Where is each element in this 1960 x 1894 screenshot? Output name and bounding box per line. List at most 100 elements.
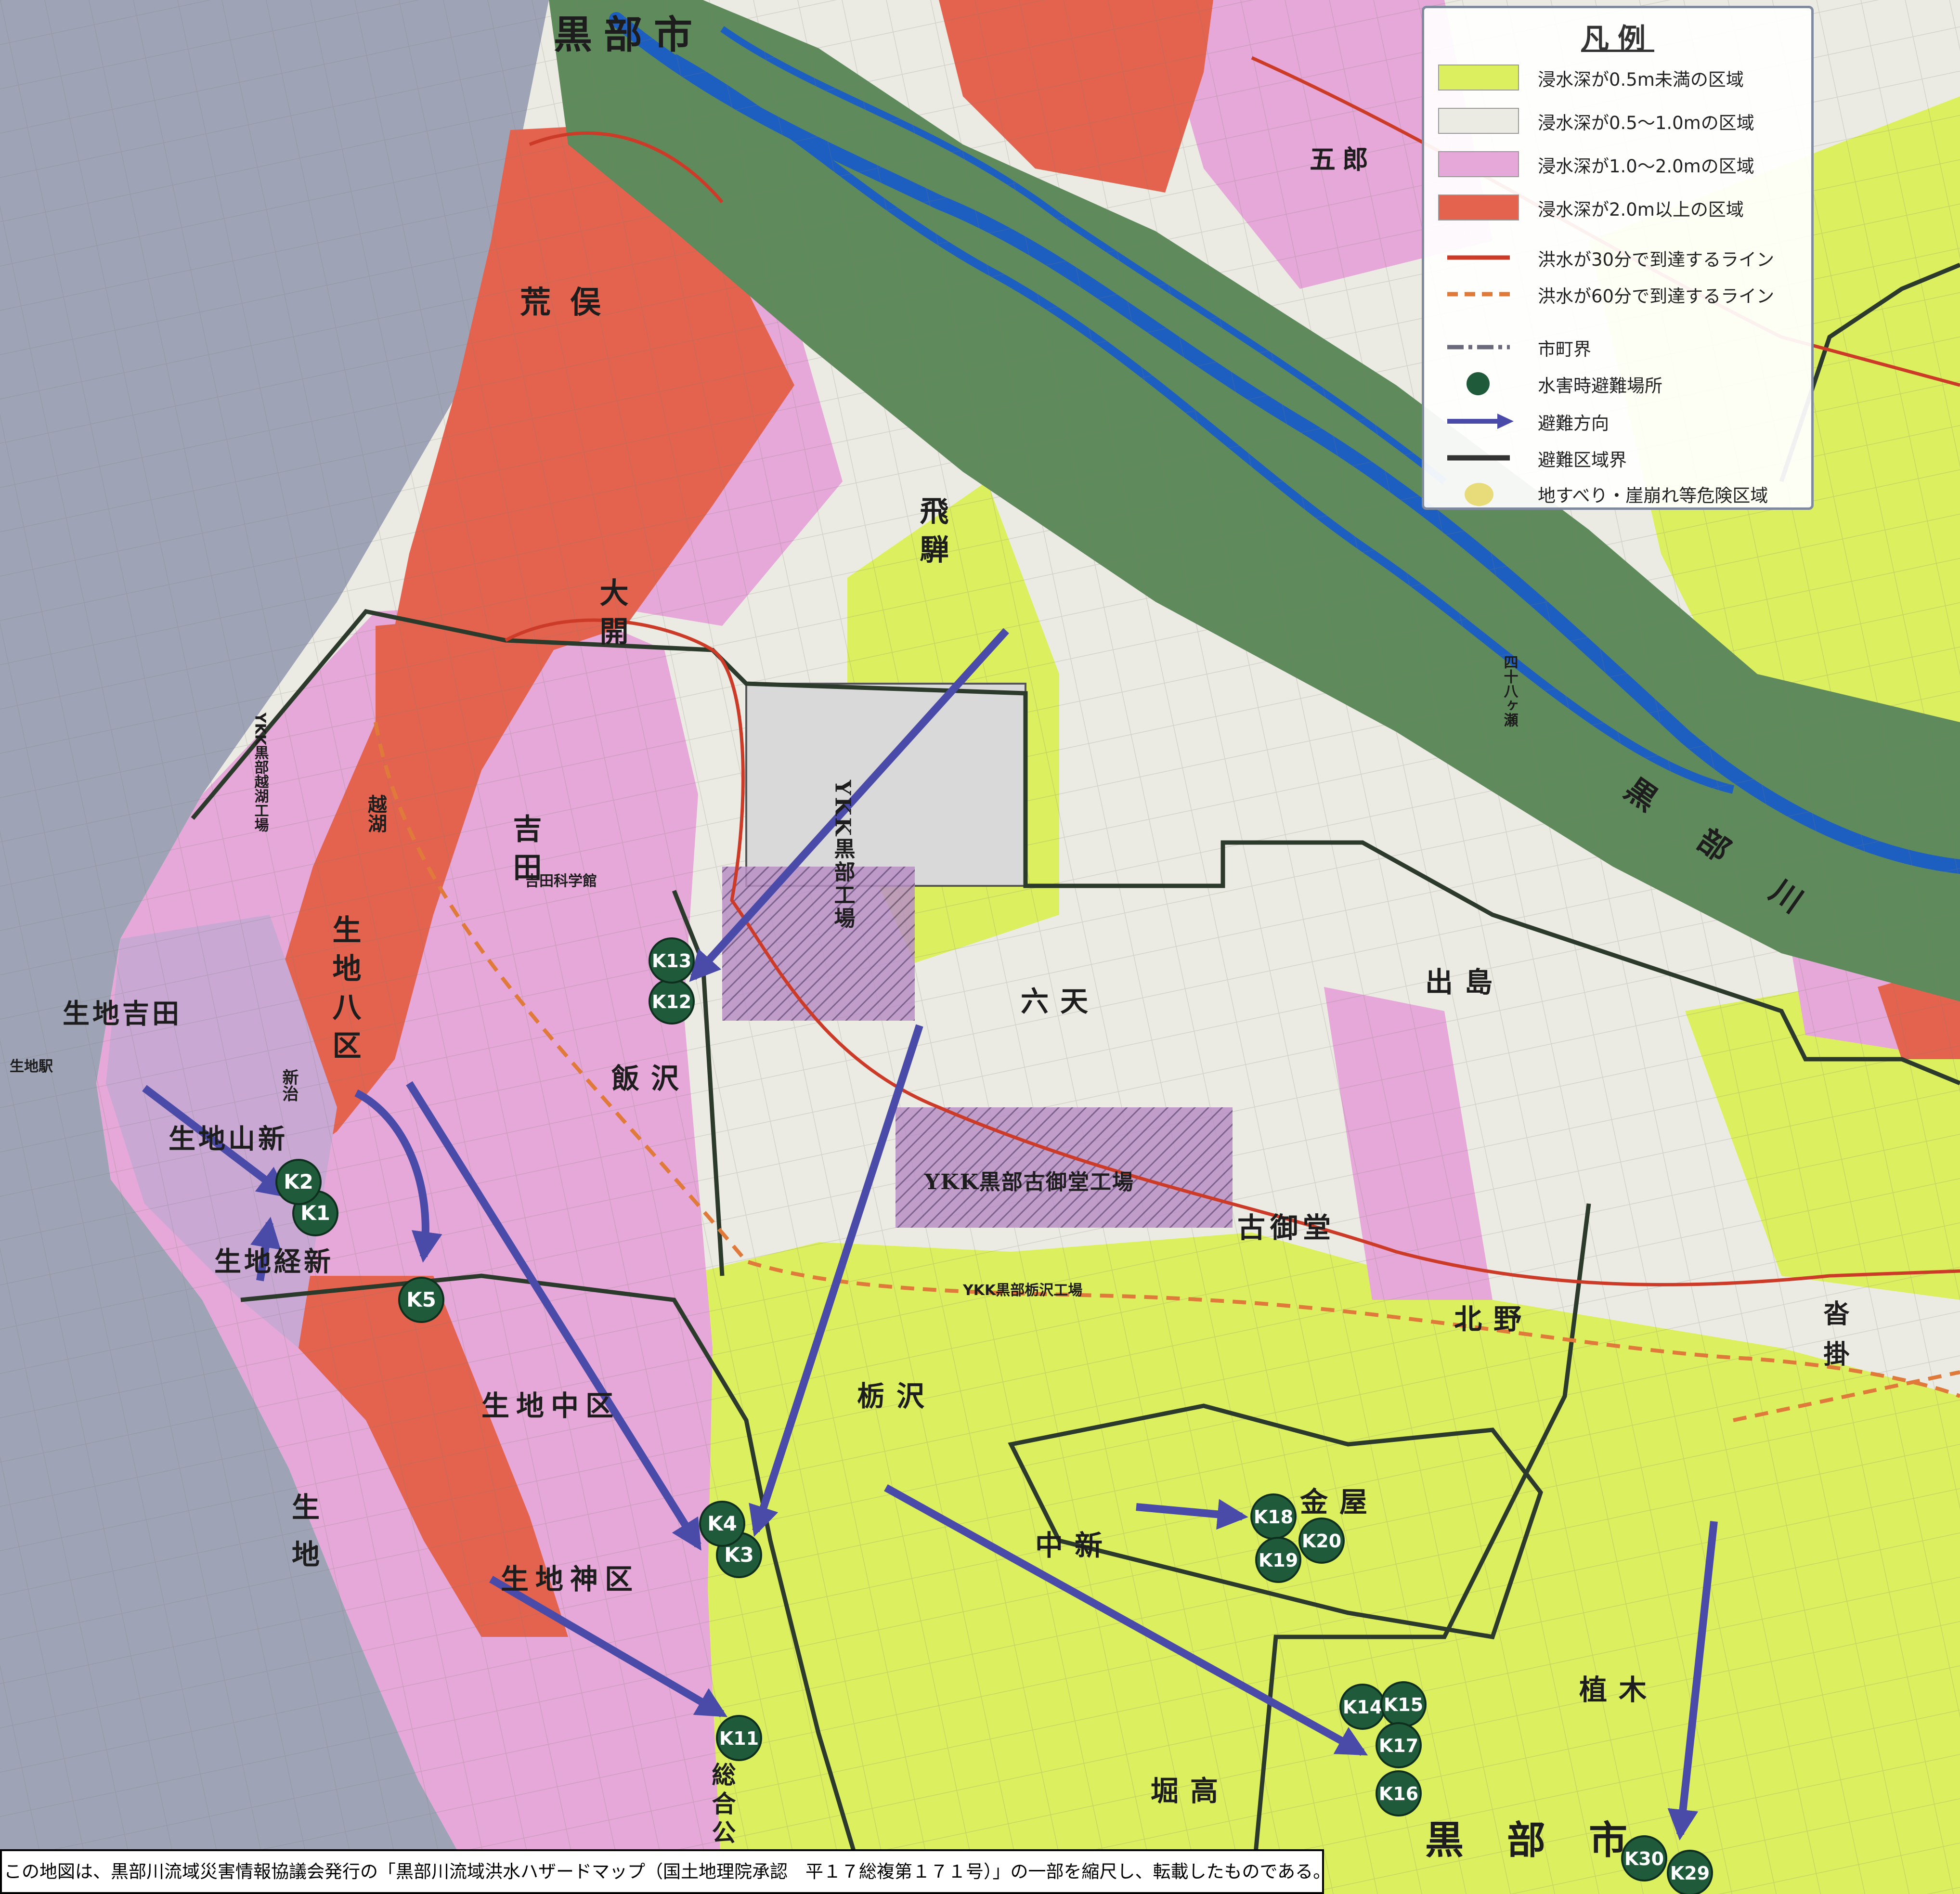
legend-item: 洪水が60分で到達するライン <box>1438 279 1804 310</box>
legend-item: 避難区域界 <box>1438 442 1804 473</box>
legend-item: 浸水深が0.5～1.0mの区域 <box>1438 105 1804 136</box>
label-ueki: 植木 <box>1579 1673 1658 1706</box>
legend-item: 市町界 <box>1438 332 1804 363</box>
label-kitano: 北野 <box>1454 1303 1533 1336</box>
legend-label: 洪水が30分で到達するライン <box>1538 249 1775 270</box>
legend-label: 避難区域界 <box>1538 450 1627 470</box>
flood-60min-line <box>374 722 1960 1398</box>
label-ykk-kogodo: YKK黒部古御堂工場 <box>924 1170 1134 1194</box>
legend-label: 避難方向 <box>1538 413 1609 434</box>
label-ykk-tochizawa: YKK黒部栃沢工場 <box>962 1282 1082 1299</box>
map-legend: 凡例 浸水深が0.5m未満の区域浸水深が0.5～1.0mの区域浸水深が1.0～2… <box>1422 6 1814 510</box>
legend-symbol-fill <box>1438 64 1519 91</box>
evacuation-zone-boundary <box>1249 1203 1591 1894</box>
legend-symbol-blob <box>1438 480 1519 507</box>
evacuation-arrows <box>142 628 1718 1841</box>
legend-symbol-thick-line <box>1438 444 1519 471</box>
evacuation-arrow <box>884 1484 1368 1756</box>
shelter-k12: K12 <box>649 978 695 1025</box>
label-ikuji-yamashin: 生地山新 <box>169 1123 288 1155</box>
shelter-k20: K20 <box>1298 1518 1345 1564</box>
shelter-label: K12 <box>652 991 691 1012</box>
evacuation-zone-boundary <box>191 609 1960 1086</box>
legend-label: 浸水深が0.5m未満の区域 <box>1538 69 1744 90</box>
label-hida: 飛騨 <box>915 496 948 573</box>
legend-label: 浸水深が1.0～2.0mの区域 <box>1538 156 1754 177</box>
shelter-k4: K4 <box>699 1501 745 1547</box>
map-credit-note: この地図は、黒部川流域災害情報協議会発行の「黒部川流域洪水ハザードマップ（国土地… <box>0 1849 1324 1894</box>
label-rokuten: 六天 <box>1021 985 1100 1018</box>
label-kanaya: 金屋 <box>1300 1486 1379 1518</box>
legend-symbol-solid-line <box>1438 244 1519 271</box>
legend-label: 浸水深が2.0m以上の区域 <box>1538 199 1744 220</box>
evacuation-arrow <box>406 1081 701 1551</box>
label-ko: 越湖 <box>364 794 387 833</box>
legend-label: 市町界 <box>1538 339 1591 360</box>
shelter-k11: K11 <box>716 1715 762 1761</box>
legend-symbol-dashdot-line <box>1438 334 1519 361</box>
shelter-label: K14 <box>1343 1697 1382 1718</box>
flood-60min-line <box>1733 1370 1960 1422</box>
evacuation-zone-boundary <box>1008 1403 1544 1640</box>
label-dejima: 出島 <box>1425 966 1504 999</box>
label-goro: 五郎 <box>1310 144 1375 175</box>
shelter-label: K18 <box>1254 1506 1293 1528</box>
label-ikuji-yoshida: 生地吉田 <box>63 998 182 1030</box>
label-aramata: 荒俣 <box>520 285 620 321</box>
label-tochizawa: 栃沢 <box>857 1380 936 1413</box>
shelter-k29: K29 <box>1667 1850 1713 1894</box>
shelter-circle <box>1376 1770 1422 1816</box>
shelter-label: K29 <box>1670 1863 1710 1884</box>
shelter-label: K30 <box>1624 1848 1664 1869</box>
label-yoshida: 吉田 <box>508 814 542 891</box>
shelter-k5: K5 <box>398 1277 444 1323</box>
label-shijuhasse: 四十八ヶ瀬 <box>1501 655 1519 727</box>
label-ikuji-station: 生地駅 <box>10 1058 53 1075</box>
shelter-circle <box>699 1501 745 1547</box>
label-ikuji-hachiku: 生地八区 <box>327 915 361 1069</box>
legend-item: 洪水が30分で到達するライン <box>1438 242 1804 273</box>
legend-item: 避難方向 <box>1438 406 1804 437</box>
label-horitaka: 堀高 <box>1151 1775 1230 1807</box>
evacuation-arrow <box>1667 1521 1718 1841</box>
shelter-circle <box>1298 1518 1345 1564</box>
shelter-circle <box>1667 1850 1713 1894</box>
shelter-label: K20 <box>1302 1531 1341 1552</box>
legend-label: 地すべり・崖崩れ等危険区域 <box>1538 485 1768 506</box>
shelter-label: K17 <box>1379 1735 1418 1756</box>
flood-30min-line <box>505 618 1960 1286</box>
shelter-label: K4 <box>707 1512 737 1535</box>
legend-item: 浸水深が0.5m未満の区域 <box>1438 62 1804 93</box>
shelter-k19: K19 <box>1255 1537 1301 1583</box>
shelter-label: K19 <box>1259 1550 1298 1571</box>
legend-label: 洪水が60分で到達するライン <box>1538 286 1775 307</box>
label-ykk-kotsuen: YKK黒部越湖工場 <box>252 712 269 832</box>
evacuation-zone-boundary <box>240 1273 869 1894</box>
label-ohara: 大開 <box>595 578 628 655</box>
flood-30min-line <box>529 131 724 204</box>
legend-symbol-arrow <box>1438 408 1519 435</box>
factory-ykk-kurobe <box>745 683 1026 887</box>
evacuation-arrow <box>250 1217 281 1282</box>
shelter-circle <box>398 1277 444 1323</box>
label-kurobe-shi-top: 黒部市 <box>554 12 704 57</box>
label-ykk-kurobe: YKK黒部工場 <box>831 779 856 930</box>
shelter-k18: K18 <box>1250 1493 1297 1540</box>
label-ochikake: 沓掛 <box>1819 1300 1850 1381</box>
label-ikuji-keishin: 生地経新 <box>214 1246 334 1278</box>
shelter-label: K16 <box>1379 1783 1418 1804</box>
label-kogodo: 古御堂 <box>1237 1211 1336 1244</box>
label-shinji: 新治 <box>279 1069 299 1102</box>
label-iizawa: 飯沢 <box>611 1062 690 1095</box>
factory-ykk-kurobe <box>722 867 915 1021</box>
evacuation-arrow <box>489 1576 728 1717</box>
place-labels: 黒部市 五郎 荒俣 飛騨 大開 吉田 吉田科学館 生地吉田 生地駅 生地山新 生… <box>10 12 1856 1878</box>
legend-label: 水害時避難場所 <box>1538 376 1662 396</box>
label-kamiku: 生地神区 <box>501 1563 639 1596</box>
shelter-k14: K14 <box>1339 1684 1386 1730</box>
legend-label: 浸水深が0.5～1.0mの区域 <box>1538 113 1754 133</box>
evacuation-arrow <box>689 628 1009 982</box>
shelter-label: K1 <box>300 1201 330 1225</box>
legend-symbol-fill <box>1438 194 1519 221</box>
